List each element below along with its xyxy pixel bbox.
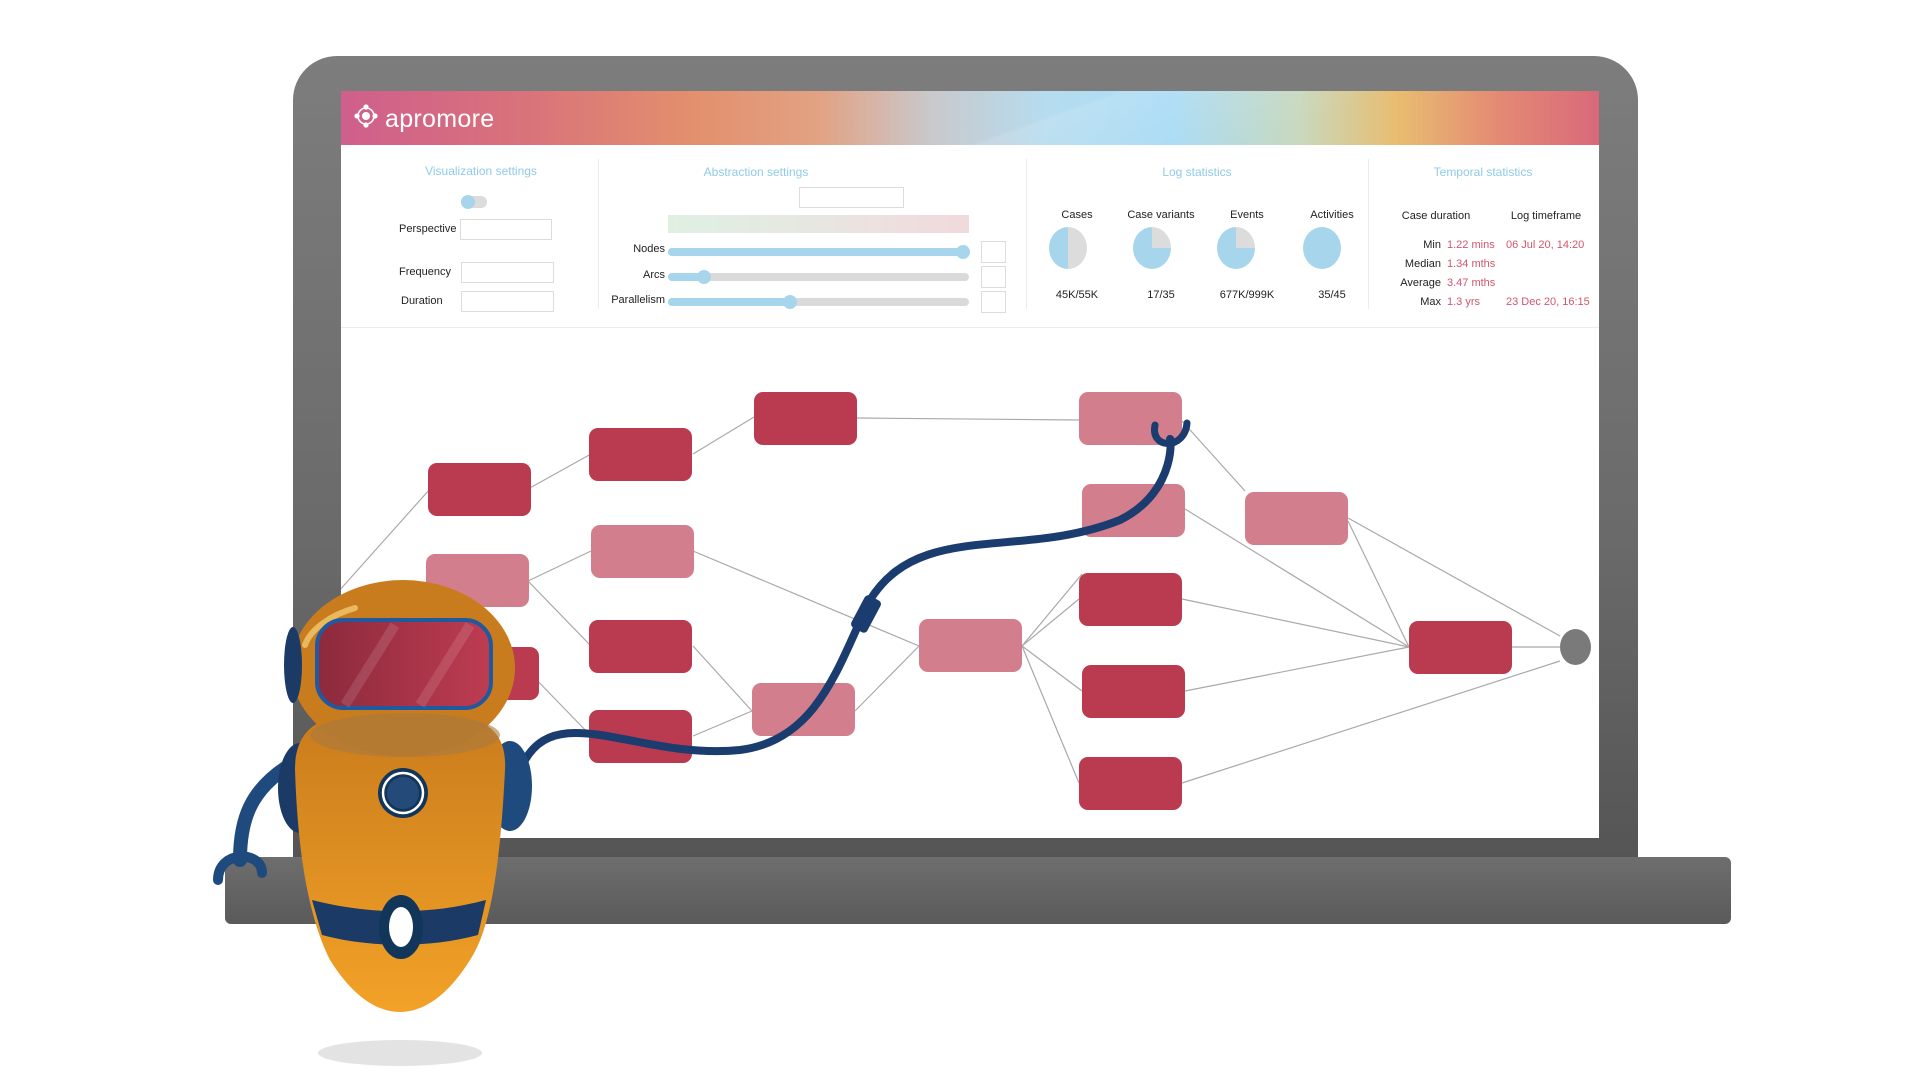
min-label: Min [1423, 239, 1441, 251]
activities-pie-icon [1303, 227, 1341, 269]
activity-node[interactable] [591, 525, 694, 578]
process-map-edges [341, 416, 1561, 784]
activity-node[interactable] [1079, 573, 1182, 626]
parallelism-slider-fill [668, 298, 793, 306]
events-pie-icon [1217, 227, 1255, 269]
abstraction-top-input[interactable] [799, 187, 904, 208]
case-duration-header: Case duration [1401, 210, 1471, 222]
activities-label: Activities [1310, 209, 1354, 221]
activity-node[interactable] [428, 463, 531, 516]
arcs-slider[interactable] [668, 270, 969, 284]
average-value: 3.47 mths [1447, 277, 1496, 289]
activity-node[interactable] [1409, 621, 1512, 674]
activity-node[interactable] [589, 620, 692, 673]
frequency-input[interactable] [461, 262, 554, 283]
panel-bottom-divider [341, 327, 1599, 328]
nodes-slider-fill [668, 248, 963, 256]
parallelism-value-input[interactable] [981, 291, 1006, 313]
case-variants-value: 17/35 [1147, 289, 1175, 301]
duration-label: Duration [401, 295, 443, 307]
nodes-value-input[interactable] [981, 241, 1006, 263]
activity-node[interactable] [1245, 492, 1348, 545]
abstraction-gradient-bar [668, 215, 969, 233]
parallelism-slider[interactable] [668, 295, 969, 309]
events-label: Events [1230, 209, 1264, 221]
nodes-label: Nodes [633, 243, 665, 255]
parallelism-label: Parallelism [611, 294, 665, 306]
nodes-slider-handle[interactable] [956, 245, 970, 259]
cases-pie-icon [1049, 227, 1087, 269]
toggle-knob [461, 195, 475, 209]
activity-node[interactable] [1079, 392, 1182, 445]
perspective-input[interactable] [460, 219, 552, 240]
case-variants-pie-icon [1133, 227, 1171, 269]
arcs-value-input[interactable] [981, 266, 1006, 288]
activities-value: 35/45 [1318, 289, 1346, 301]
abstraction-settings-title: Abstraction settings [703, 165, 809, 179]
nodes-slider[interactable] [668, 245, 970, 259]
min-value: 1.22 mins [1447, 239, 1495, 251]
max-value: 1.3 yrs [1447, 296, 1481, 308]
end-event-circle[interactable] [1560, 629, 1591, 665]
median-label: Median [1404, 258, 1441, 270]
arcs-slider-fill [668, 273, 708, 281]
activity-node[interactable] [1082, 665, 1185, 718]
activity-node[interactable] [754, 392, 857, 445]
app-header: apromore [341, 91, 1599, 145]
cases-value: 45K/55K [1055, 289, 1099, 301]
activity-node[interactable] [1079, 757, 1182, 810]
events-value: 677K/999K [1219, 289, 1275, 301]
visualization-settings-title: Visualization settings [425, 164, 537, 178]
timeframe-start: 06 Jul 20, 14:20 [1506, 239, 1585, 251]
panel-divider [1026, 159, 1027, 309]
median-value: 1.34 mths [1447, 258, 1496, 270]
frequency-label: Frequency [399, 266, 451, 278]
average-label: Average [1400, 277, 1441, 289]
perspective-toggle[interactable] [461, 195, 487, 209]
app-screen: apromore Visualization settings Perspect… [341, 91, 1599, 838]
log-timeframe-header: Log timeframe [1510, 210, 1582, 222]
perspective-label: Perspective [399, 223, 457, 235]
panel-divider [598, 159, 599, 309]
arcs-slider-handle[interactable] [697, 270, 711, 284]
timeframe-end: 23 Dec 20, 16:15 [1506, 296, 1590, 308]
temporal-statistics-title: Temporal statistics [1433, 165, 1533, 179]
parallelism-slider-handle[interactable] [783, 295, 797, 309]
activity-node[interactable] [589, 428, 692, 481]
log-statistics-title: Log statistics [1162, 165, 1232, 179]
activity-node[interactable] [919, 619, 1022, 672]
duration-input[interactable] [461, 291, 554, 312]
case-variants-label: Case variants [1127, 209, 1195, 221]
arcs-label: Arcs [643, 269, 665, 281]
panel-divider [1368, 159, 1369, 309]
max-label: Max [1420, 296, 1441, 308]
activity-node[interactable] [752, 683, 855, 736]
cases-label: Cases [1061, 209, 1093, 221]
